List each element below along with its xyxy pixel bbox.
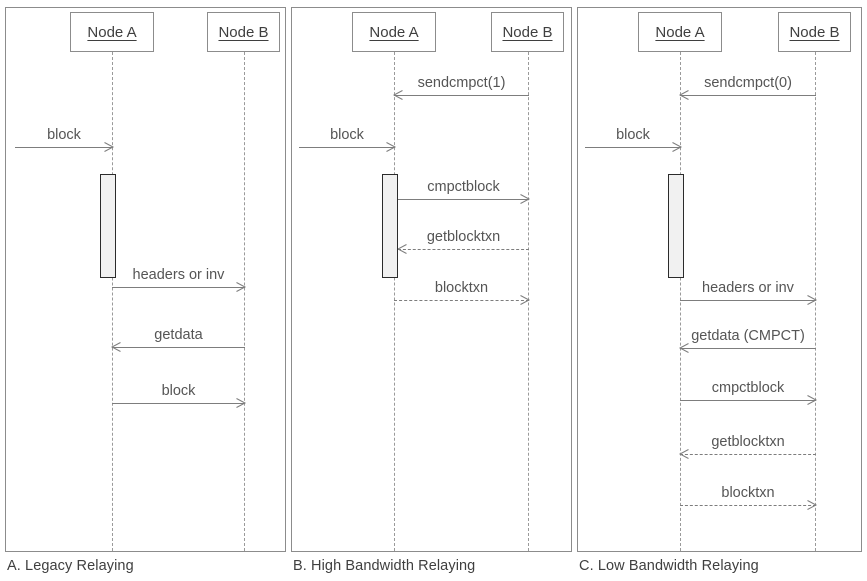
message-label: getdata (154, 326, 203, 343)
lifeline-node-a (394, 52, 395, 551)
lifeline-node-b (528, 52, 529, 551)
message-line (680, 454, 816, 455)
message-label: getblocktxn (426, 228, 501, 245)
arrowhead-open-left (110, 342, 121, 352)
message-line (112, 403, 245, 404)
lifeline-node-a (112, 52, 113, 551)
message-label: blocktxn (721, 484, 775, 501)
message-line (398, 249, 529, 250)
message-line (394, 300, 529, 301)
message-label: block (47, 126, 81, 143)
message-label: block (616, 126, 650, 143)
participant-box-node-a: Node A (70, 12, 154, 52)
arrowhead-open-right (236, 282, 247, 292)
participant-box-node-b: Node B (207, 12, 280, 52)
message-label: getblocktxn (711, 433, 785, 450)
participant-label-node-b: Node B (502, 23, 553, 41)
arrowhead-open-right (236, 398, 247, 408)
message-line (680, 300, 816, 301)
message-line (112, 287, 245, 288)
message-label: cmpctblock (427, 178, 500, 195)
arrowhead-open-right (807, 295, 818, 305)
arrowhead-open-right (104, 142, 115, 152)
panel-legacy-relaying: Node A Node B block headers or inv (5, 7, 286, 552)
message-line (299, 147, 395, 148)
arrowhead-open-right (386, 142, 397, 152)
participant-label-node-a: Node A (87, 23, 137, 41)
participant-label-node-b: Node B (218, 23, 269, 41)
arrowhead-open-left (678, 449, 689, 459)
message-label: cmpctblock (711, 379, 785, 396)
message-label: block (161, 382, 196, 399)
lifeline-node-b (815, 52, 816, 551)
message-line (112, 347, 245, 348)
message-label: headers or inv (702, 279, 794, 296)
panel-caption-c: C. Low Bandwidth Relaying (579, 558, 759, 574)
arrowhead-open-left (392, 90, 403, 100)
arrowhead-open-left (678, 343, 689, 353)
message-label: sendcmpct(0) (704, 74, 792, 91)
panel-caption-b: B. High Bandwidth Relaying (293, 558, 476, 574)
message-line (680, 400, 816, 401)
participant-label-node-b: Node B (789, 23, 840, 41)
message-line (394, 95, 529, 96)
panel-high-bandwidth-relaying: Node A Node B sendcmpct(1) block (291, 7, 572, 552)
message-label: headers or inv (132, 266, 225, 283)
arrowhead-open-left (396, 244, 407, 254)
participant-box-node-a: Node A (352, 12, 436, 52)
message-line (585, 147, 681, 148)
message-line (680, 348, 816, 349)
arrowhead-open-right (672, 142, 683, 152)
participant-box-node-b: Node B (491, 12, 564, 52)
arrowhead-open-right (520, 194, 531, 204)
message-label: getdata (CMPCT) (691, 327, 805, 344)
message-line (680, 95, 816, 96)
arrowhead-open-right (807, 395, 818, 405)
message-line (398, 199, 529, 200)
activation-bar-node-a (668, 174, 684, 278)
arrowhead-open-left (678, 90, 689, 100)
panel-low-bandwidth-relaying: Node A Node B sendcmpct(0) block (577, 7, 862, 552)
message-line (680, 505, 816, 506)
panel-caption-a: A. Legacy Relaying (7, 558, 134, 574)
lifeline-node-b (244, 52, 245, 551)
arrowhead-open-right (520, 295, 531, 305)
participant-box-node-a: Node A (638, 12, 722, 52)
activation-bar-node-a (100, 174, 116, 278)
message-label: block (330, 126, 364, 143)
activation-bar-node-a (382, 174, 398, 278)
lifeline-node-a (680, 52, 681, 551)
participant-label-node-a: Node A (369, 23, 419, 41)
message-label: blocktxn (434, 279, 489, 296)
arrowhead-open-right (807, 500, 818, 510)
message-label: sendcmpct(1) (417, 74, 506, 91)
participant-label-node-a: Node A (655, 23, 705, 41)
participant-box-node-b: Node B (778, 12, 851, 52)
message-line (15, 147, 113, 148)
